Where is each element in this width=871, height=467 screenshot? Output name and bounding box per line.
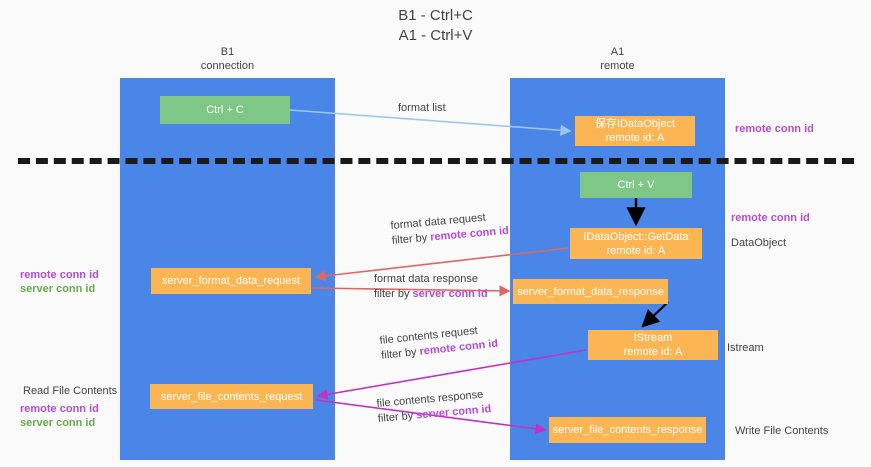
annotation-write-file-contents: Write File Contents [735,425,829,437]
edge-label-format-list-text: format list [398,102,446,114]
annotation-istream: Istream [727,342,764,354]
lane-header-a1: A1 remote [510,45,725,73]
legend-conn-ids-lower: remote conn id server conn id [20,402,99,430]
node-server-file-contents-request[interactable]: server_file_contents_request [150,384,313,409]
page-title: B1 - Ctrl+C A1 - Ctrl+V [0,6,871,46]
annotation-read-file-contents: Read File Contents [23,385,118,397]
node-istream-line1: IStream [633,332,673,344]
node-server-format-data-request-label: server_format_data_request [161,275,301,287]
node-idataobject-getdata[interactable]: IDataObject::GetData remote id: A [570,228,702,259]
title-line-2: A1 - Ctrl+V [398,27,473,44]
legend-server-conn-id: server conn id [20,283,96,295]
lane-header-b1-role: connection [200,60,255,72]
filter-prefix: filter by [377,409,417,425]
node-server-file-contents-response[interactable]: server_file_contents_response [549,417,706,443]
node-server-file-contents-request-label: server_file_contents_request [160,390,303,403]
edge-label-format-data-request: format data request filter by remote con… [390,209,510,249]
edge-label-format-data-response-line1: format data response [374,273,478,285]
node-getdata-line2: remote id: A [606,244,666,257]
node-ctrl-c[interactable]: Ctrl + C [160,96,290,124]
legend-server-conn-id: server conn id [20,417,96,429]
edge-label-format-data-response: format data response filter by server co… [374,272,488,302]
lane-header-b1: B1 connection [120,45,335,73]
filter-prefix: filter by [380,345,421,362]
node-idataobject-line1: 保存IDataObject [594,118,676,130]
filter-prefix: filter by [391,231,431,247]
node-server-file-contents-response-label: server_file_contents_response [552,424,703,436]
node-server-format-data-response-label: server_format_data_response [517,285,664,298]
node-getdata-line1: IDataObject::GetData [583,230,689,243]
node-ctrl-v-label: Ctrl + V [617,179,655,191]
annotation-dataobject: DataObject [731,237,787,249]
node-idataobject-line2: remote id: A [605,132,665,144]
edge-label-file-contents-request: file contents request filter by remote c… [379,322,499,364]
node-istream[interactable]: IStream remote id: A [588,330,718,360]
annotation-remote-conn-id-top: remote conn id [735,123,814,135]
node-istream-line2: remote id: A [623,346,683,358]
edge-label-format-list: format list [398,101,446,116]
node-server-format-data-response[interactable]: server_format_data_response [513,279,668,304]
lane-header-b1-name: B1 [220,46,235,58]
phase-divider [18,158,854,164]
title-line-1: B1 - Ctrl+C [398,7,473,24]
legend-remote-conn-id: remote conn id [20,269,99,281]
node-idataobject[interactable]: 保存IDataObject remote id: A [575,116,695,146]
legend-remote-conn-id: remote conn id [20,403,99,415]
edge-label-format-data-response-line2: filter by server conn id [374,287,488,302]
filter-prefix: filter by [374,288,413,300]
annotation-remote-conn-id-mid: remote conn id [731,212,810,224]
node-server-format-data-request[interactable]: server_format_data_request [151,268,311,294]
node-ctrl-v[interactable]: Ctrl + V [580,172,692,198]
lane-header-a1-name: A1 [610,46,625,58]
node-ctrl-c-label: Ctrl + C [206,104,244,116]
lane-header-a1-role: remote [600,60,635,72]
filter-highlight: server conn id [412,288,488,300]
edge-label-file-contents-response: file contents response filter by server … [376,387,492,427]
legend-conn-ids-upper: remote conn id server conn id [20,268,99,296]
